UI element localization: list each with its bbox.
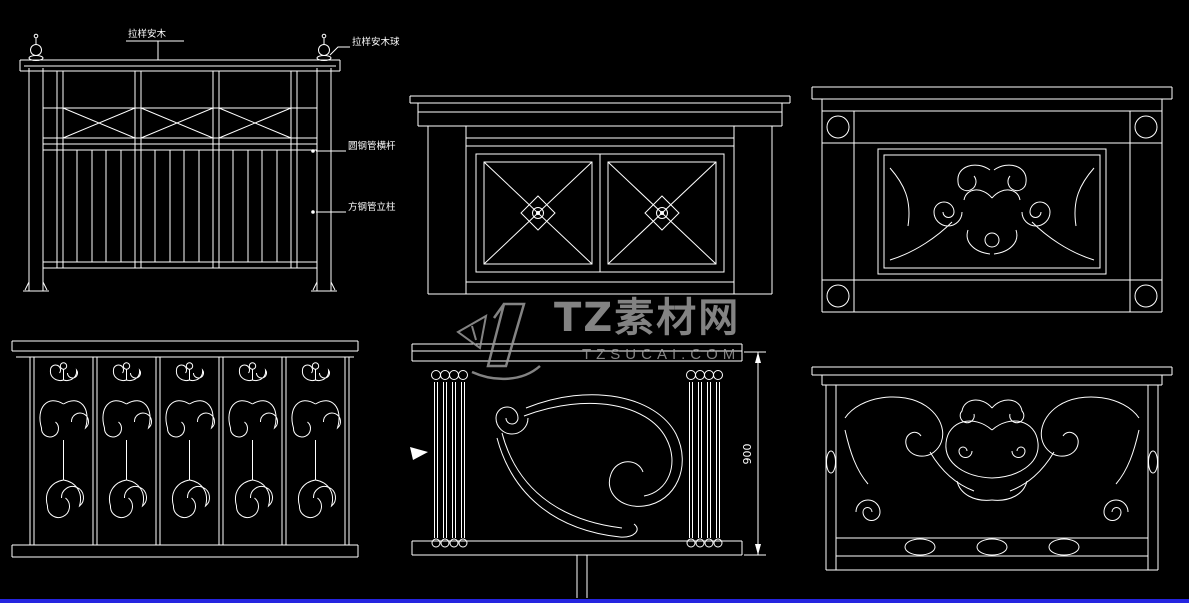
watermark: TZ素材网 TZSUCAI.COM [452,296,740,384]
railing-drawing-repeating-scrolls [11,340,359,558]
ball-finial-right [316,33,332,61]
section-arrow [410,447,428,460]
railing-drawing-corner-circles-scroll [811,86,1173,313]
bottom-blue-bar [0,599,1189,603]
dimension-900: 900 [741,351,766,556]
annotation-finial-label: 拉样安木球 [352,36,400,48]
tz-logo-icon [456,302,541,381]
dimension-900-text: 900 [741,444,754,465]
balusters [76,150,278,262]
railing-drawing-scroll-ovals [811,366,1173,571]
annotation-round-tube-label: 圆钢管横杆 [348,140,396,152]
annotation-square-tube-label: 方钢管立柱 [348,201,396,213]
ball-finial-left [28,33,44,61]
watermark-domain: TZSUCAI.COM [581,346,741,363]
railing-drawing-diamond-panels [409,95,791,295]
railing-drawing-center-flourish: 900 [410,343,766,598]
annotation-handrail-label: 拉样安木 [128,28,167,40]
watermark-title: TZ素材网 [554,295,741,341]
railing-drawing-cross-pattern: 拉样安木 拉样安木球 圆钢管横杆 方钢管立柱 [19,28,400,292]
